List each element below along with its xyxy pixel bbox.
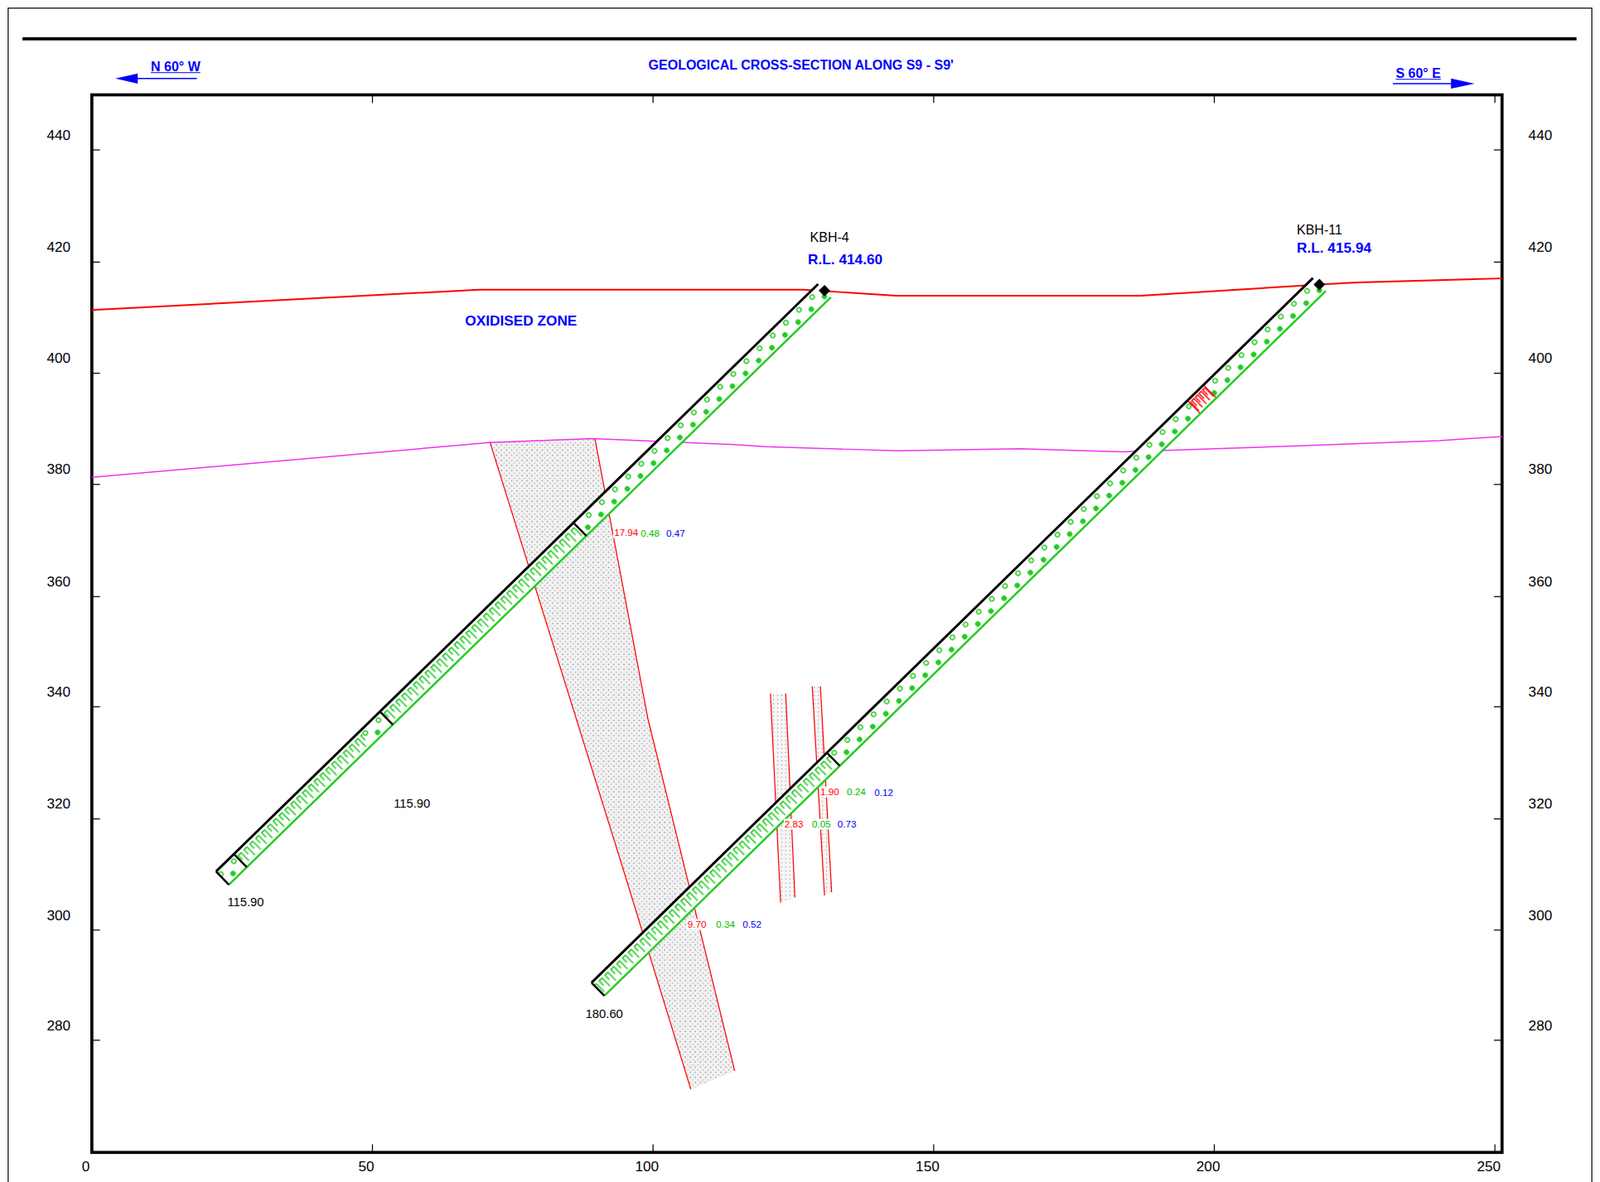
elevation-label: 380 <box>45 461 72 478</box>
assay-value: 0.73 <box>836 819 858 831</box>
assay-value: 0.34 <box>715 918 736 930</box>
direction-label: S 60° E <box>1394 66 1441 82</box>
elevation-label: 420 <box>1527 239 1554 256</box>
assay-value: 0.12 <box>873 787 895 798</box>
elevation-label: 360 <box>45 573 72 590</box>
elevation-label: 320 <box>1527 796 1554 813</box>
reduced-level: R.L. 414.60 <box>807 251 884 267</box>
elevation-label: 440 <box>45 126 72 143</box>
section-title: GEOLOGICAL CROSS-SECTION ALONG S9 - S9' <box>647 58 955 73</box>
elevation-label: 440 <box>1527 126 1554 143</box>
assay-value: 9.70 <box>686 918 708 930</box>
hole-depth: 115.90 <box>392 797 431 811</box>
distance-label: 150 <box>914 1158 941 1175</box>
elevation-label: 380 <box>1527 461 1554 478</box>
elevation-label: 280 <box>45 1017 72 1034</box>
borehole-trace <box>591 275 1330 996</box>
distance-label: 50 <box>357 1158 376 1175</box>
elevation-label: 280 <box>1527 1017 1554 1034</box>
elevation-label: 300 <box>45 907 72 924</box>
assay-value: 17.94 <box>613 526 639 538</box>
distance-label: 0 <box>81 1158 92 1175</box>
assay-value: 0.05 <box>811 819 832 831</box>
distance-label: 250 <box>1475 1158 1502 1175</box>
elevation-label: 400 <box>1527 350 1554 367</box>
elevation-label: 300 <box>1527 907 1554 924</box>
borehole-trace <box>216 281 835 885</box>
reduced-level: R.L. 415.94 <box>1295 240 1373 257</box>
hole-depth: 180.60 <box>584 1007 624 1021</box>
distance-label: 100 <box>633 1158 660 1175</box>
assay-value: 0.24 <box>845 786 867 798</box>
elevation-label: 340 <box>45 683 72 700</box>
elevation-label: 340 <box>1527 683 1554 700</box>
distance-label: 200 <box>1195 1158 1222 1175</box>
assay-value: 0.48 <box>639 528 661 540</box>
elevation-label: 360 <box>1527 573 1554 590</box>
direction-label: N 60° W <box>149 59 202 75</box>
elevation-label: 400 <box>45 350 72 367</box>
borehole-name: KBH-4 <box>809 230 851 246</box>
assay-value: 2.83 <box>783 819 805 831</box>
assay-value: 1.90 <box>819 786 841 798</box>
elevation-label: 320 <box>45 796 72 813</box>
borehole-name: KBH-11 <box>1295 223 1344 239</box>
elevation-label: 420 <box>45 239 72 256</box>
assay-value: 0.47 <box>665 528 687 540</box>
assay-value: 0.52 <box>741 918 763 930</box>
hole-depth: 115.90 <box>226 895 265 909</box>
zone-label: OXIDISED ZONE <box>464 312 578 329</box>
